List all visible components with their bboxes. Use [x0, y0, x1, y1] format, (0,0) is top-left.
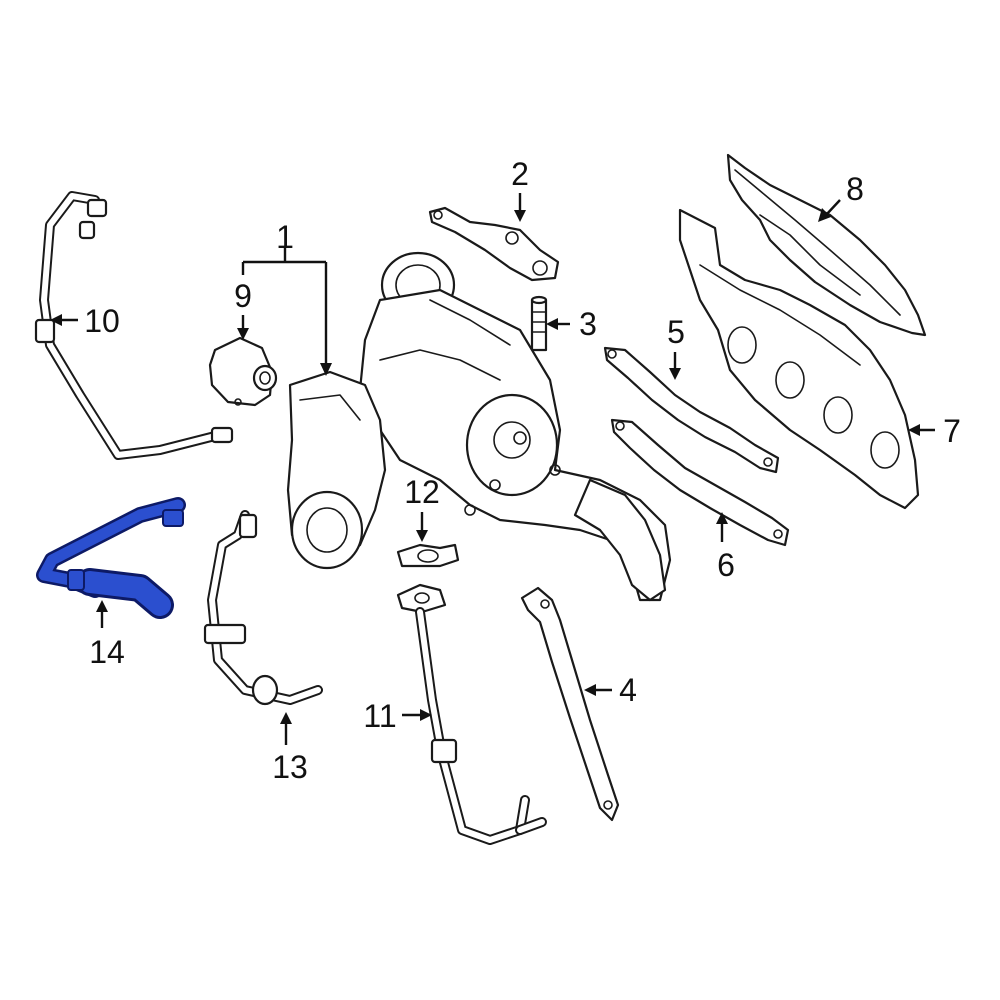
arrow-11 [420, 709, 432, 721]
part-13-coolant-line[interactable] [203, 510, 323, 706]
part-14-coolant-hose-highlighted[interactable] [36, 497, 186, 619]
part-9-actuator[interactable] [208, 336, 278, 407]
callout-7: 7 [943, 413, 961, 449]
arrow-13 [280, 712, 292, 724]
arrow-4 [584, 684, 596, 696]
part-1-turbocharger[interactable] [286, 251, 672, 602]
callout-12: 12 [404, 474, 440, 510]
arrow-8 [818, 208, 831, 222]
callout-11: 11 [363, 698, 396, 734]
part-5-gasket[interactable] [603, 346, 780, 474]
callout-6: 6 [717, 547, 735, 583]
callout-8: 8 [846, 171, 864, 207]
part-2-bracket[interactable] [428, 206, 560, 282]
part-11-oil-return-line[interactable] [396, 583, 547, 845]
part-3-stud[interactable] [530, 295, 548, 352]
callout-2: 2 [511, 156, 529, 192]
arrow-3 [546, 318, 558, 330]
callout-13: 13 [272, 749, 308, 785]
part-8-heat-shield[interactable] [726, 153, 927, 337]
arrow-5 [669, 368, 681, 380]
callout-9: 9 [234, 278, 252, 314]
leader-1 [241, 248, 328, 365]
arrow-1 [320, 363, 332, 376]
part-7-gasket-shield[interactable] [678, 208, 920, 510]
callout-5: 5 [667, 314, 685, 350]
arrow-14 [96, 600, 108, 612]
arrow-9 [237, 328, 249, 340]
arrow-12 [416, 530, 428, 542]
callout-4: 4 [619, 672, 637, 708]
part-12-gasket[interactable] [396, 543, 460, 568]
arrow-7 [908, 424, 920, 436]
part-6-gasket[interactable] [610, 418, 790, 547]
leader-8 [825, 199, 841, 216]
part-4-support-bracket[interactable] [520, 586, 620, 822]
part-10-oil-line[interactable] [34, 191, 234, 460]
callout-3: 3 [579, 306, 597, 342]
callout-14: 14 [89, 634, 125, 670]
callout-10: 10 [84, 303, 120, 339]
arrow-6 [716, 512, 728, 524]
arrow-2 [514, 210, 526, 222]
arrow-10 [50, 314, 62, 326]
callout-1: 1 [276, 219, 294, 255]
